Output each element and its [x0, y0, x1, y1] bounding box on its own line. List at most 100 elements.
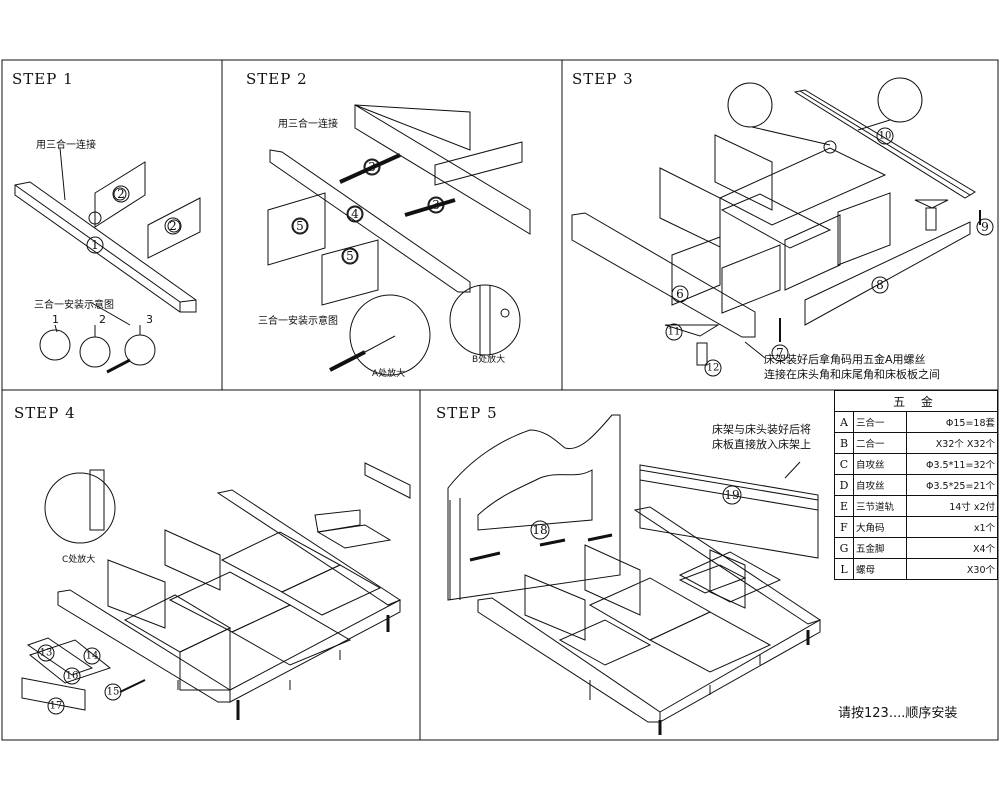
step1-demo-num-2: 2 — [99, 313, 106, 326]
step1-drawing — [14, 147, 201, 374]
step3-note: 床架装好后拿角码用五金A用螺丝 连接在床头角和床尾角和床板板之间 — [764, 352, 940, 382]
part-circle-5b — [341, 247, 359, 265]
step1-demo-label: 三合一安装示意图 — [34, 300, 114, 311]
part-circle-18 — [530, 520, 550, 540]
part-num-5a: 5 — [296, 219, 304, 233]
step5-order-note: 请按123....顺序安装 — [838, 706, 958, 721]
step3-drawing — [571, 77, 981, 366]
step5-note-line-1: 床架与床头装好后将 — [712, 423, 811, 436]
hardware-spec: Φ3.5*25=21个 — [906, 474, 998, 496]
hardware-spec: X30个 — [906, 558, 998, 580]
hardware-name: 五金脚 — [853, 537, 907, 559]
hardware-name: 三合一 — [853, 411, 907, 433]
part-num-5b: 5 — [346, 249, 354, 263]
part-num-3a: 3 — [368, 160, 376, 174]
part-circle-19 — [722, 485, 742, 505]
part-num-2b: 2 — [169, 219, 177, 233]
part-circle-9 — [976, 218, 994, 236]
part-circle-6 — [671, 285, 689, 303]
part-num-16: 16 — [66, 671, 79, 682]
part-num-18: 18 — [532, 523, 547, 537]
hardware-spec: x1个 — [906, 516, 998, 538]
step4-drawing — [21, 462, 411, 720]
hardware-spec: 14寸 x2付 — [906, 495, 998, 517]
part-circle-5a — [291, 217, 309, 235]
hardware-name: 大角码 — [853, 516, 907, 538]
hardware-code: G — [834, 537, 854, 559]
hardware-name: 三节道轨 — [853, 495, 907, 517]
part-circle-2b — [164, 217, 182, 235]
step5-note-line-2: 床板直接放入床架上 — [712, 438, 811, 451]
step5-title: STEP 5 — [436, 404, 498, 422]
part-circle-15 — [104, 683, 122, 701]
part-num-17: 17 — [50, 701, 63, 712]
part-circle-1 — [86, 236, 104, 254]
hardware-spec: Φ15=18套 — [906, 411, 998, 433]
step5-drawing — [447, 414, 822, 735]
part-circle-14 — [83, 647, 101, 665]
part-num-14: 14 — [86, 651, 99, 662]
part-circle-10 — [876, 127, 894, 145]
step3-note-line-1: 床架装好后拿角码用五金A用螺丝 — [764, 353, 926, 366]
step1-title: STEP 1 — [12, 70, 74, 88]
part-circle-12 — [704, 359, 722, 377]
part-num-7: 7 — [776, 346, 784, 360]
step2-title: STEP 2 — [246, 70, 308, 88]
step1-connect-label: 用三合一连接 — [36, 140, 96, 151]
hardware-code: L — [834, 558, 854, 580]
hardware-code: B — [834, 432, 854, 454]
part-circle-17 — [47, 697, 65, 715]
part-num-13: 13 — [40, 648, 53, 659]
hardware-name: 二合一 — [853, 432, 907, 454]
part-num-8: 8 — [876, 278, 884, 292]
part-num-6: 6 — [676, 287, 684, 301]
part-num-15: 15 — [107, 687, 120, 698]
part-circle-2a — [112, 185, 130, 203]
step4-title: STEP 4 — [14, 404, 76, 422]
step2-drawing — [267, 104, 531, 376]
hardware-title: 五 金 — [834, 390, 998, 412]
hardware-spec: X4个 — [906, 537, 998, 559]
hardware-name: 螺母 — [853, 558, 907, 580]
step1-demo-num-1: 1 — [52, 313, 59, 326]
hardware-spec: Φ3.5*11=32个 — [906, 453, 998, 475]
part-circle-3b — [427, 196, 445, 214]
part-circle-4 — [346, 205, 364, 223]
part-num-11: 11 — [668, 327, 681, 338]
part-num-4: 4 — [351, 207, 359, 221]
part-num-1: 1 — [91, 238, 99, 252]
step3-title: STEP 3 — [572, 70, 634, 88]
part-circle-16 — [63, 667, 81, 685]
part-num-9: 9 — [981, 220, 989, 234]
part-circle-13 — [37, 644, 55, 662]
step1-demo-num-3: 3 — [146, 313, 153, 326]
step2-connect-label: 用三合一连接 — [278, 119, 338, 130]
hardware-code: C — [834, 453, 854, 475]
hardware-name: 自攻丝 — [853, 474, 907, 496]
part-circle-7 — [771, 344, 789, 362]
step4-zoom-c: C处放大 — [62, 555, 96, 565]
hardware-code: F — [834, 516, 854, 538]
sheet-border — [1, 59, 999, 741]
hardware-code: D — [834, 474, 854, 496]
part-num-2a: 2 — [117, 187, 125, 201]
part-circle-11 — [665, 323, 683, 341]
part-num-19: 19 — [724, 488, 739, 502]
step2-zoom-a: A处放大 — [372, 369, 406, 379]
hardware-code: A — [834, 411, 854, 433]
step2-zoom-b: B处放大 — [472, 355, 506, 365]
step3-note-line-2: 连接在床头角和床尾角和床板板之间 — [764, 368, 940, 381]
step5-note: 床架与床头装好后将 床板直接放入床架上 — [712, 422, 811, 452]
part-num-12: 12 — [707, 363, 720, 374]
part-circle-8 — [871, 276, 889, 294]
hardware-name: 自攻丝 — [853, 453, 907, 475]
hardware-code: E — [834, 495, 854, 517]
part-num-3b: 3 — [432, 198, 440, 212]
